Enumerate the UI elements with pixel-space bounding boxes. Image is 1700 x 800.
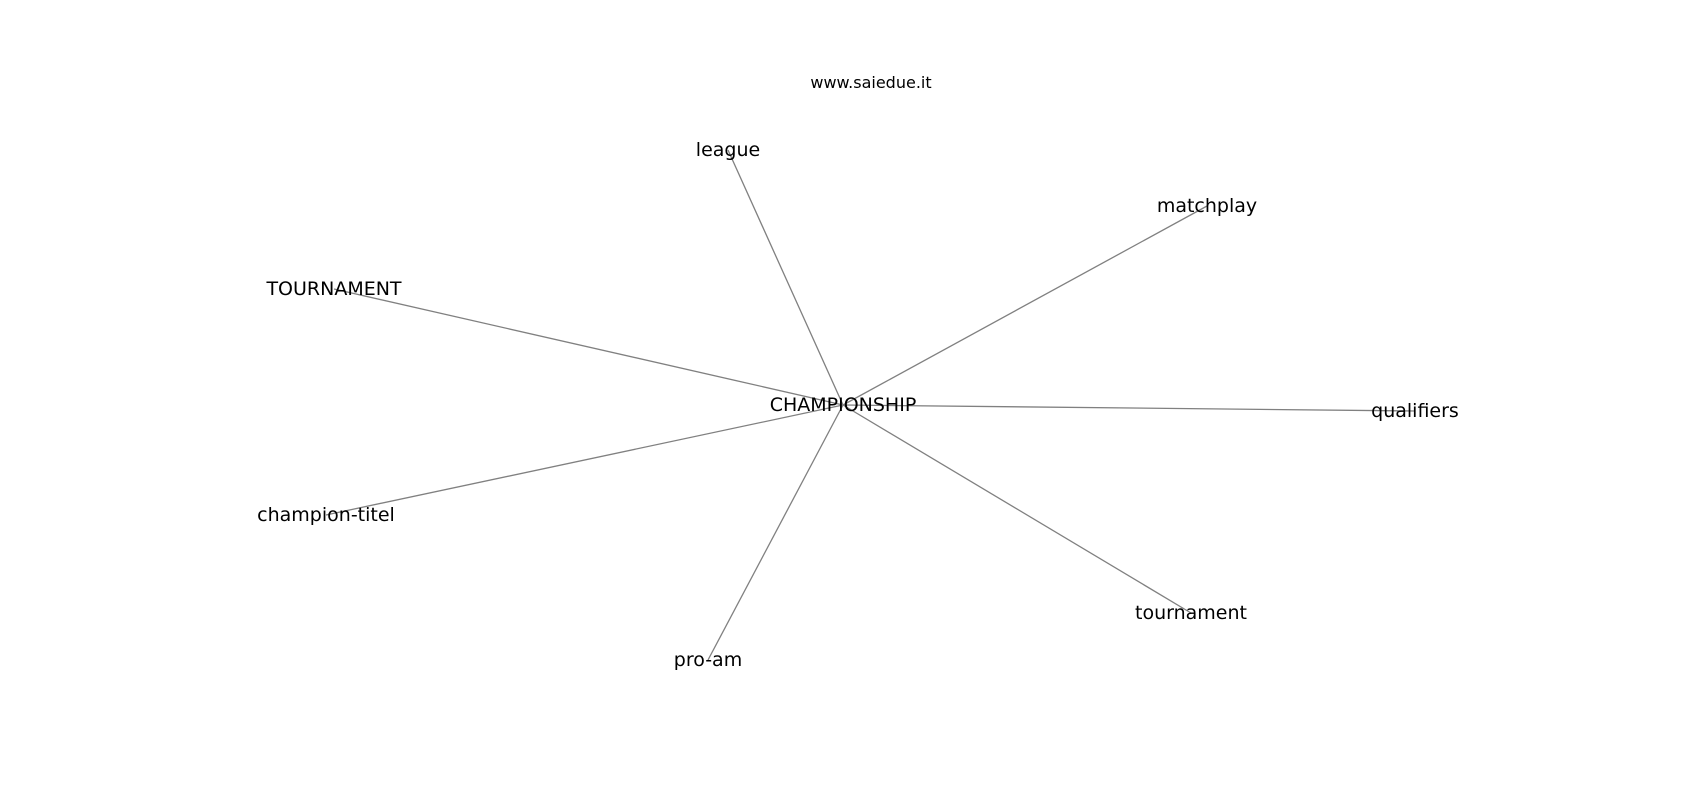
edge-center-tournament [842,404,1192,614]
node-label-league: league [696,139,760,161]
edge-center-qualifiers [842,404,1416,412]
edge-center-league [727,149,844,406]
node-label-center: CHAMPIONSHIP [770,394,917,416]
edge-center-pro-am [707,404,844,661]
node-label-tournament: tournament [1135,602,1247,624]
node-label-tournament: TOURNAMENT [265,278,401,300]
node-label-pro-am: pro-am [674,649,742,671]
edge-layer [325,149,1416,661]
node-label-matchplay: matchplay [1157,195,1257,217]
edge-center-TOURNAMENT [333,288,844,406]
edge-center-champion-titel [325,404,844,516]
edge-center-matchplay [842,205,1208,406]
node-label-champion-titel: champion-titel [257,504,395,526]
node-label-qualifiers: qualifiers [1371,400,1459,422]
watermark: www.saiedue.it [810,73,931,92]
